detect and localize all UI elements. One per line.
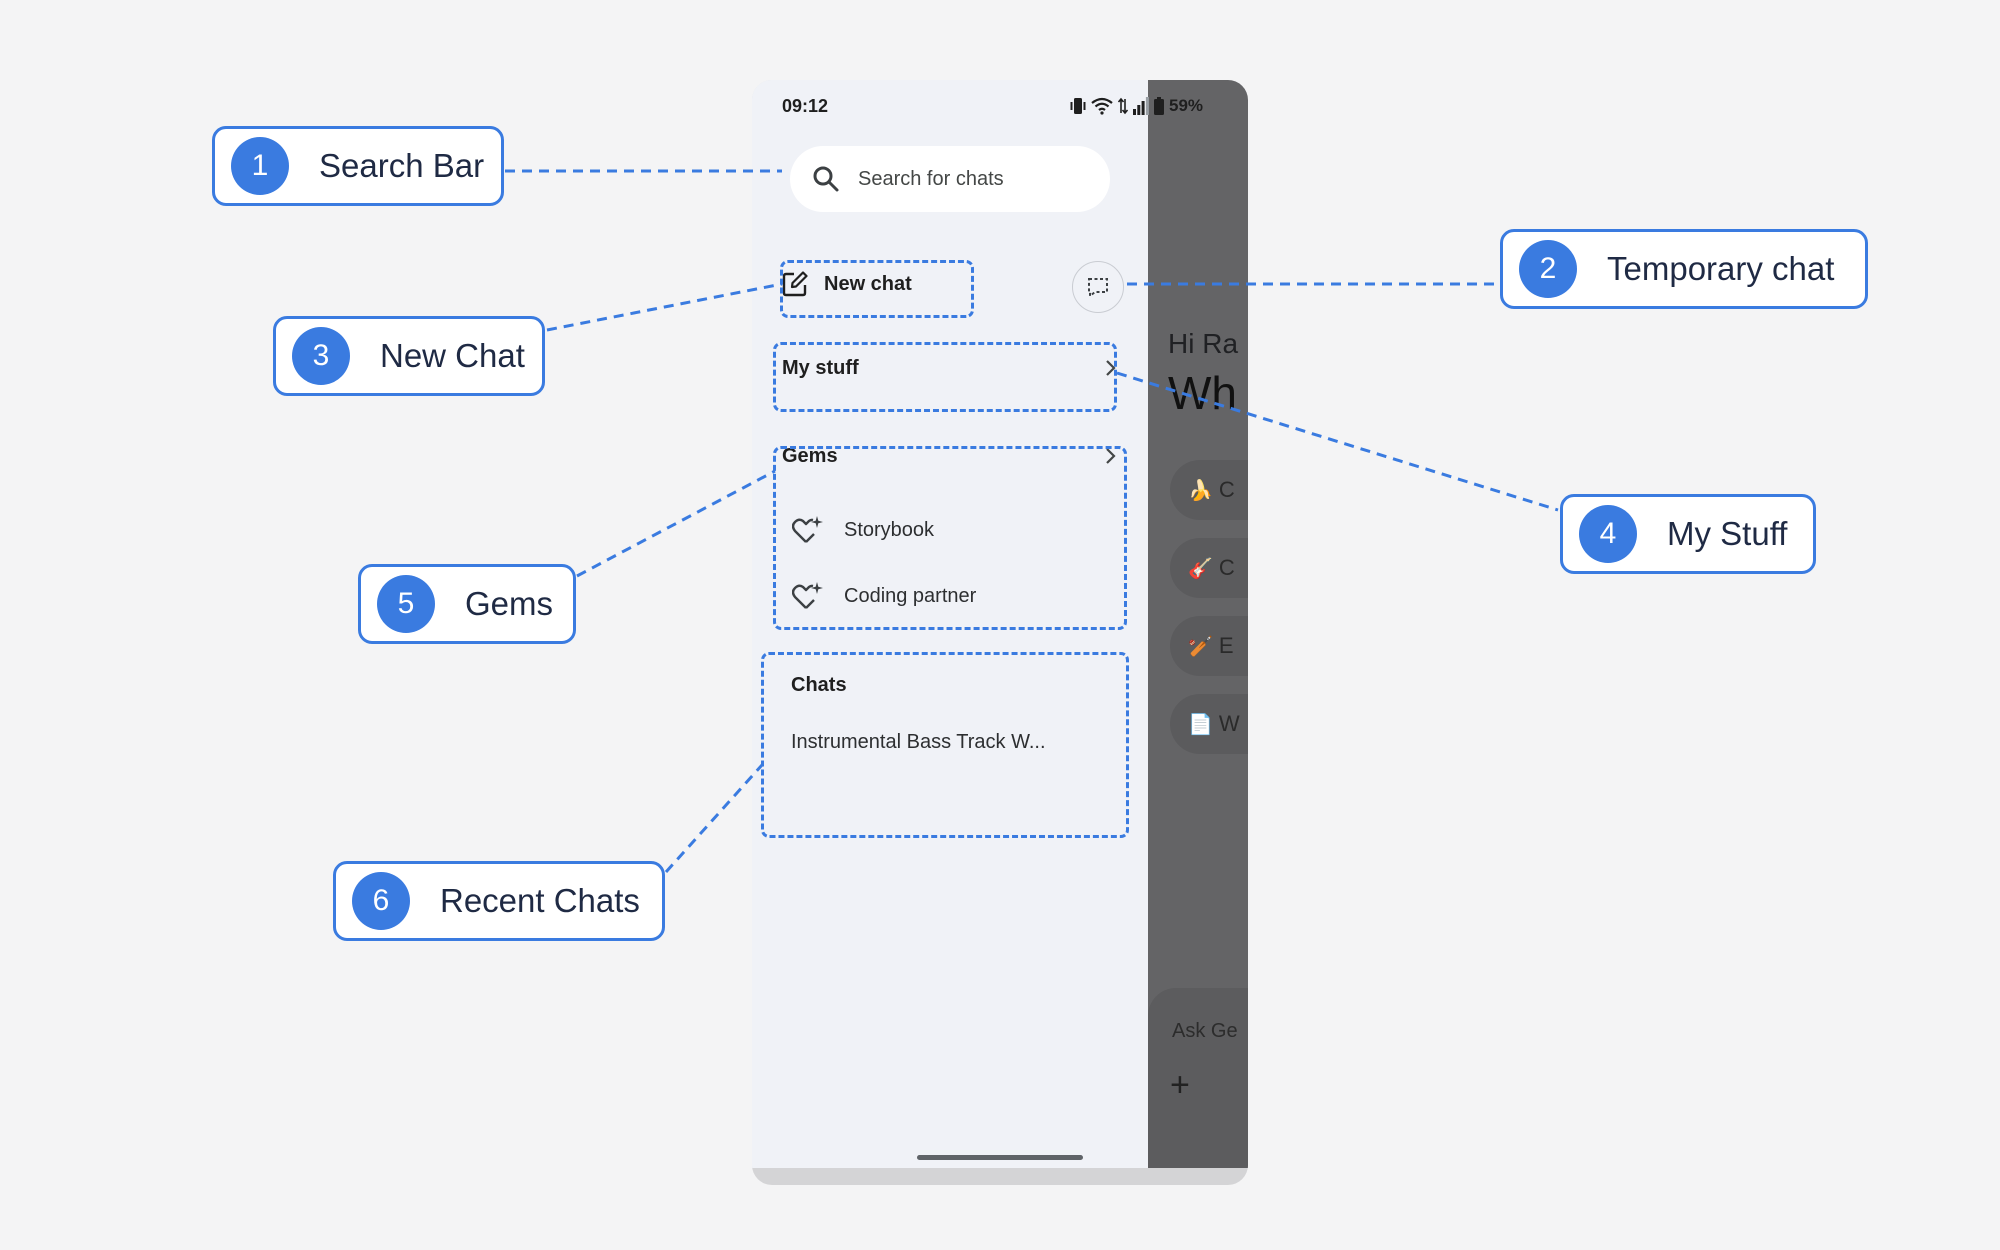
gems-label: Gems xyxy=(782,444,838,467)
gem-item-label: Coding partner xyxy=(844,584,977,607)
gem-heart-sparkle-icon xyxy=(792,516,823,543)
vibrate-icon xyxy=(1070,98,1086,114)
battery-percent: 59% xyxy=(1169,96,1204,115)
chat-history-item-label: Instrumental Bass Track W... xyxy=(791,730,1046,753)
suggestion-chip: 🏏 E xyxy=(1170,616,1248,676)
callout-label: New Chat xyxy=(380,337,525,374)
gem-item-storybook[interactable]: Storybook xyxy=(792,510,1112,550)
edit-icon xyxy=(782,271,808,297)
chat-history-item[interactable]: Instrumental Bass Track W... xyxy=(782,722,1112,762)
callout-my-stuff: 4 My Stuff xyxy=(1560,494,1816,574)
callout-number: 3 xyxy=(292,327,350,385)
highlight-gems xyxy=(773,446,1127,630)
search-icon xyxy=(813,166,839,192)
background-headline: Wh xyxy=(1168,367,1237,419)
highlight-new-chat xyxy=(780,260,974,318)
callout-number: 4 xyxy=(1579,505,1637,563)
callout-label: Search Bar xyxy=(319,147,485,184)
callout-recent-chats: 6 Recent Chats xyxy=(333,861,665,941)
temporary-chat-button[interactable] xyxy=(1072,261,1124,313)
status-time: 09:12 xyxy=(782,96,829,116)
callout-number: 1 xyxy=(231,137,289,195)
gems-header[interactable]: Gems xyxy=(774,434,1118,478)
home-indicator[interactable] xyxy=(917,1155,1083,1160)
new-chat-button[interactable]: New chat xyxy=(782,260,912,308)
highlight-chats xyxy=(761,652,1129,838)
callout-label: Gems xyxy=(465,585,554,622)
plus-icon: + xyxy=(1170,1066,1190,1104)
chevron-right-icon xyxy=(1106,448,1116,464)
new-chat-label: New chat xyxy=(824,272,912,295)
document-emoji-icon: 📄 xyxy=(1188,713,1213,736)
callout-gems: 5 Gems xyxy=(358,564,576,644)
gem-item-label: Storybook xyxy=(844,518,935,541)
callout-label: Recent Chats xyxy=(440,882,640,919)
banana-emoji-icon: 🍌 xyxy=(1188,479,1213,502)
callout-new-chat: 3 New Chat xyxy=(273,316,545,396)
search-input[interactable]: Search for chats xyxy=(790,146,1110,212)
status-icons: 59% xyxy=(1070,96,1203,116)
suggestion-chip: 🍌 C xyxy=(1170,460,1248,520)
wifi-icon xyxy=(1091,97,1113,115)
background-greeting: Hi Ra xyxy=(1168,328,1239,359)
callout-number: 6 xyxy=(352,872,410,930)
background-input-card: Ask Ge + xyxy=(1148,988,1248,1168)
temporary-chat-icon xyxy=(1088,278,1108,298)
callout-number: 5 xyxy=(377,575,435,633)
highlight-my-stuff xyxy=(773,342,1117,412)
gem-heart-sparkle-icon xyxy=(792,582,823,609)
callout-search-bar: 1 Search Bar xyxy=(212,126,504,206)
suggestion-chip: 🎸 C xyxy=(1170,538,1248,598)
background-input-placeholder: Ask Ge xyxy=(1172,1020,1238,1042)
callout-number: 2 xyxy=(1519,240,1577,298)
search-placeholder: Search for chats xyxy=(858,167,1004,190)
callout-label: Temporary chat xyxy=(1607,250,1835,287)
battery-icon xyxy=(1154,97,1164,115)
gem-item-coding-partner[interactable]: Coding partner xyxy=(792,576,1112,616)
guitar-emoji-icon: 🎸 xyxy=(1188,557,1213,580)
signal-icon xyxy=(1133,97,1149,115)
suggestion-chip: 📄 W xyxy=(1170,694,1248,754)
chats-section-title: Chats xyxy=(791,674,847,696)
cricket-emoji-icon: 🏏 xyxy=(1188,635,1213,658)
data-arrows-icon xyxy=(1118,97,1128,115)
callout-temporary-chat: 2 Temporary chat xyxy=(1500,229,1868,309)
callout-label: My Stuff xyxy=(1667,515,1788,552)
my-stuff-label: My stuff xyxy=(782,356,859,379)
background-app-scrim[interactable]: Hi Ra Wh 🍌 C 🎸 C 🏏 E 📄 W Ask Ge + xyxy=(1148,80,1248,1168)
